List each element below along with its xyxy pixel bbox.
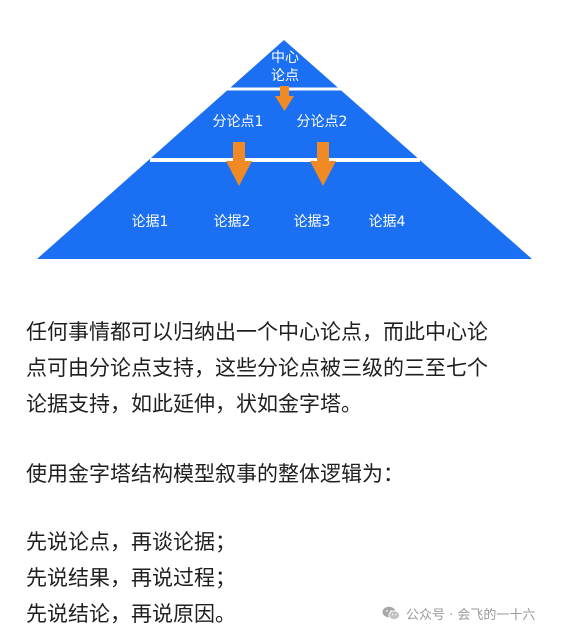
pyramid-diagram: 中心 论点 分论点1 分论点2 论据1 论据2 论据3 论据4	[37, 40, 532, 259]
middle-label-2: 分论点2	[297, 114, 348, 130]
base-label-1: 论据1	[132, 214, 169, 230]
base-label-2: 论据2	[214, 214, 251, 230]
paragraph-intro-line-3: 论据支持，如此延伸，状如金字塔。	[26, 392, 362, 416]
middle-label-1: 分论点1	[213, 114, 264, 130]
wechat-icon	[382, 606, 400, 620]
arrow-apex-to-middle	[275, 86, 294, 111]
rule-line-2: 先说结果，再说过程；	[26, 566, 236, 590]
apex-label-line2: 论点	[271, 68, 299, 84]
rule-line-1: 先说论点，再谈论据；	[26, 530, 236, 554]
paragraph-logic: 使用金字塔结构模型叙事的整体逻辑为：	[26, 456, 556, 492]
paragraph-rules: 先说论点，再谈论据； 先说结果，再说过程； 先说结论，再说原因。	[26, 524, 556, 632]
paragraph-intro: 任何事情都可以归纳出一个中心论点，而此中心论 点可由分论点支持，这些分论点被三级…	[26, 314, 556, 422]
base-label-3: 论据3	[294, 214, 331, 230]
base-label-4: 论据4	[369, 214, 406, 230]
arrow-middle-left-to-base	[226, 142, 252, 186]
watermark: 公众号 · 会飞的一十六	[382, 604, 535, 623]
arrow-middle-right-to-base	[310, 142, 336, 186]
paragraph-intro-line-1: 任何事情都可以归纳出一个中心论点，而此中心论	[26, 320, 488, 344]
paragraph-logic-line-1: 使用金字塔结构模型叙事的整体逻辑为：	[26, 462, 404, 486]
rule-line-3: 先说结论，再说原因。	[26, 602, 236, 626]
apex-label-line1: 中心	[271, 50, 299, 66]
paragraph-intro-line-2: 点可由分论点支持，这些分论点被三级的三至七个	[26, 356, 488, 380]
watermark-text: 公众号 · 会飞的一十六	[406, 608, 536, 623]
pyramid-body	[37, 40, 532, 259]
